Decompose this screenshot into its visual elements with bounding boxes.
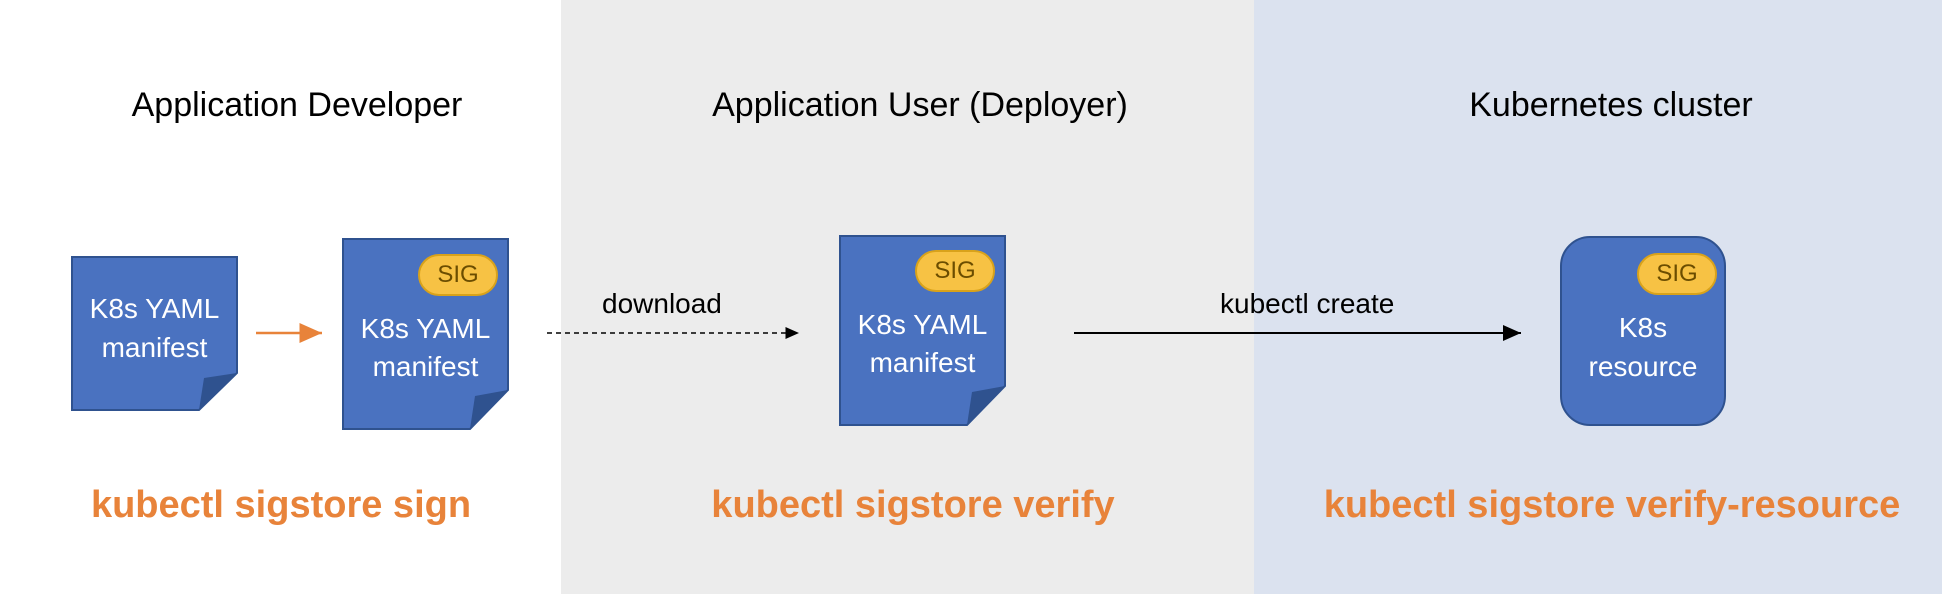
command-verify: kubectl sigstore verify bbox=[711, 484, 1115, 526]
command-verify-resource: kubectl sigstore verify-resource bbox=[1323, 484, 1901, 526]
manifest-signed-line2: manifest bbox=[372, 351, 479, 382]
manifest-unsigned-line1: K8s YAML bbox=[89, 293, 220, 324]
k8s-resource-line2: resource bbox=[1588, 351, 1698, 382]
sig-badge: SIG bbox=[418, 254, 498, 296]
manifest-unsigned-line2: manifest bbox=[101, 332, 208, 363]
sig-badge: SIG bbox=[915, 250, 995, 292]
manifest-downloaded-line2: manifest bbox=[869, 347, 976, 378]
manifest-unsigned-document: K8s YAML manifest bbox=[71, 256, 238, 411]
manifest-downloaded-document: SIG K8s YAML manifest bbox=[839, 235, 1006, 426]
manifest-downloaded-line1: K8s YAML bbox=[857, 309, 988, 340]
k8s-resource-node: SIG K8s resource bbox=[1560, 236, 1726, 426]
heading-application-developer: Application Developer bbox=[131, 86, 463, 124]
document-icon bbox=[71, 256, 238, 411]
manifest-signed-line1: K8s YAML bbox=[360, 313, 491, 344]
command-sign: kubectl sigstore sign bbox=[90, 484, 472, 526]
manifest-signed-document: SIG K8s YAML manifest bbox=[342, 238, 509, 430]
k8s-resource-line1: K8s bbox=[1618, 312, 1668, 343]
heading-kubernetes-cluster: Kubernetes cluster bbox=[1469, 86, 1753, 124]
download-label: download bbox=[602, 288, 722, 319]
heading-application-user: Application User (Deployer) bbox=[712, 86, 1128, 124]
sig-badge: SIG bbox=[1637, 253, 1717, 295]
kubectl-create-label: kubectl create bbox=[1220, 288, 1395, 319]
